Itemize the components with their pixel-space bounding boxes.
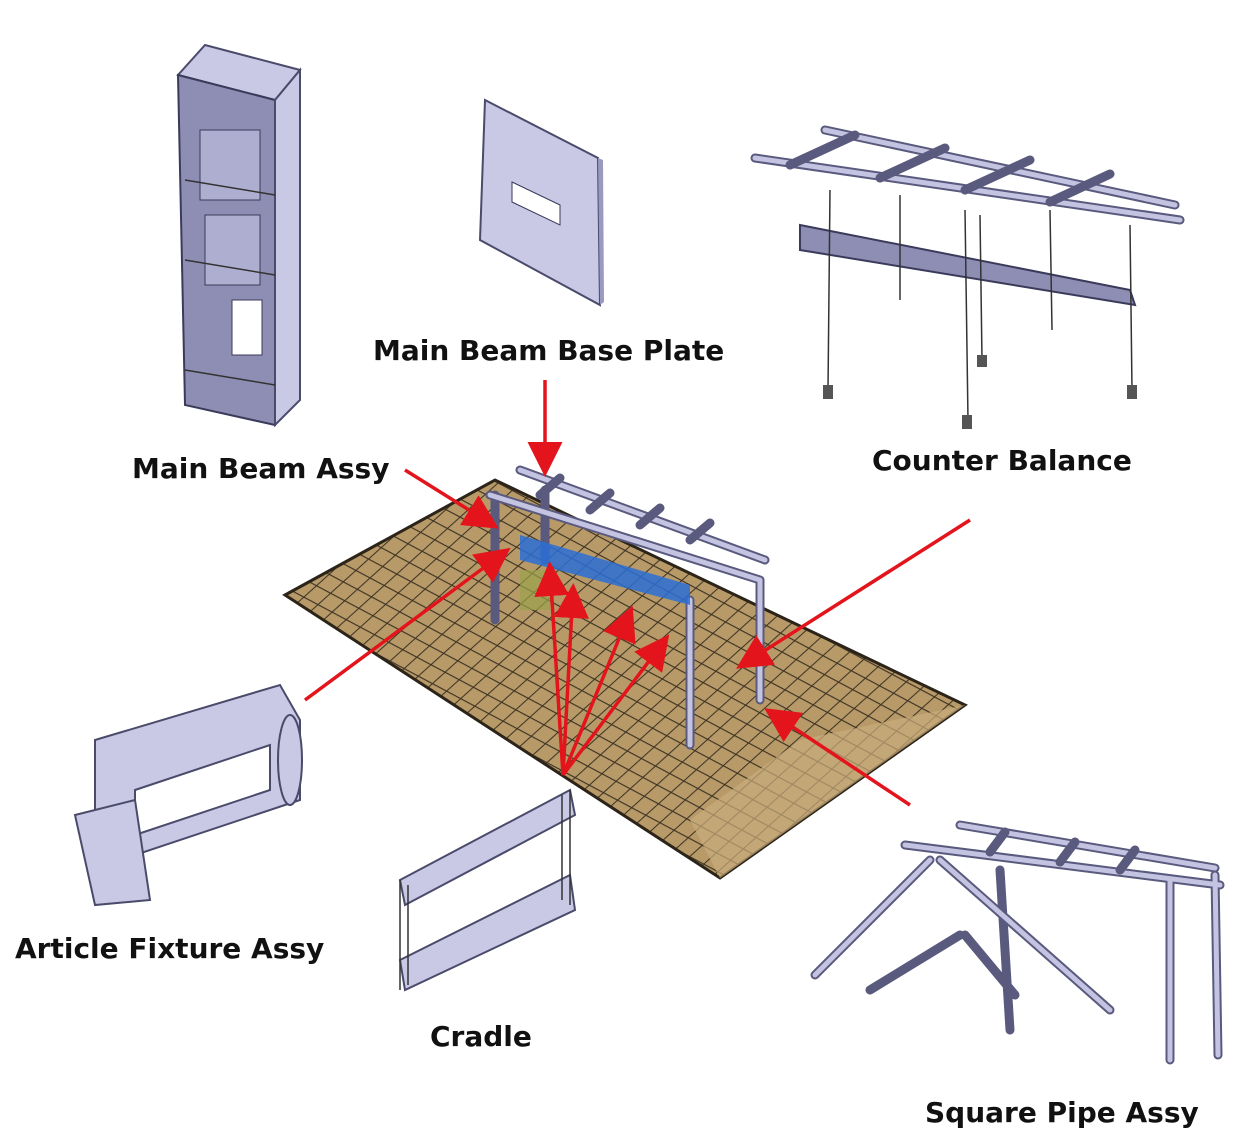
article-fixture-assy-part xyxy=(73,683,303,907)
arrow-counter-balance xyxy=(736,518,971,669)
arrow-cradle-4 xyxy=(561,634,670,777)
label-counter-balance: Counter Balance xyxy=(872,444,1132,477)
label-main-beam-base-plate: Main Beam Base Plate xyxy=(373,334,724,367)
label-main-beam-assy: Main Beam Assy xyxy=(132,452,389,485)
arrow-square-pipe xyxy=(764,708,911,807)
main-beam-base-plate-part xyxy=(478,98,604,307)
square-pipe-assy-part xyxy=(810,820,1225,1065)
label-square-pipe-assy: Square Pipe Assy xyxy=(925,1096,1199,1129)
arrow-cradle-2 xyxy=(554,583,589,776)
label-cradle: Cradle xyxy=(430,1020,532,1053)
arrow-article-fixture xyxy=(303,547,511,702)
label-article-fixture-assy: Article Fixture Assy xyxy=(15,932,324,965)
arrow-cradle-3 xyxy=(561,605,636,776)
cradle-part xyxy=(398,788,577,992)
callout-arrows xyxy=(303,380,971,807)
main-beam-assy-part xyxy=(176,43,302,428)
counter-balance-part xyxy=(750,125,1185,429)
arrow-cradle-1 xyxy=(534,561,570,776)
test-platform xyxy=(282,465,968,880)
arrow-main-beam xyxy=(404,468,499,529)
